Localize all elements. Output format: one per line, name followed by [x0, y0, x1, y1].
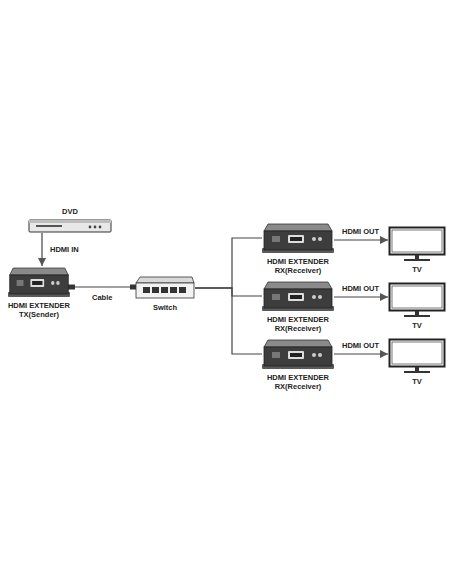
hdmi-extender	[262, 222, 334, 254]
receiver-box: HDMI EXTENDER RX(Receiver)	[262, 338, 334, 370]
tv-box: TV	[388, 282, 446, 318]
tv-set	[388, 226, 446, 262]
switch-box: Switch	[135, 276, 195, 300]
connector-line	[195, 288, 262, 296]
hdmi-extender	[262, 280, 334, 312]
transmitter-box: HDMI EXTENDER TX(Sender)	[8, 266, 70, 298]
connector-label: HDMI OUT	[340, 341, 381, 350]
tv-set	[388, 282, 446, 318]
device-label: TV	[377, 321, 452, 330]
receiver-box: HDMI EXTENDER RX(Receiver)	[262, 280, 334, 312]
device-label: HDMI EXTENDER RX(Receiver)	[258, 257, 338, 275]
hdmi-extender	[8, 266, 70, 298]
dvd-player	[28, 219, 112, 233]
device-label: HDMI EXTENDER RX(Receiver)	[258, 373, 338, 391]
device-label: TV	[377, 265, 452, 274]
device-label: TV	[377, 377, 452, 386]
receiver-box: HDMI EXTENDER RX(Receiver)	[262, 222, 334, 254]
device-label: DVD	[30, 207, 110, 216]
hdmi-extender	[262, 338, 334, 370]
network-switch	[135, 276, 195, 300]
dvd-player: DVD	[28, 219, 112, 233]
device-label: Switch	[125, 303, 205, 312]
tv-box: TV	[388, 226, 446, 262]
connector-label: HDMI IN	[48, 245, 81, 254]
connector-label: HDMI OUT	[340, 284, 381, 293]
tv-set	[388, 338, 446, 374]
connector-line	[41, 233, 42, 266]
connector-label: Cable	[90, 293, 114, 302]
connector-line	[334, 239, 388, 240]
connector-line	[334, 353, 388, 354]
connector-line	[195, 288, 262, 354]
device-label: HDMI EXTENDER TX(Sender)	[0, 301, 79, 319]
tv-box: TV	[388, 338, 446, 374]
device-label: HDMI EXTENDER RX(Receiver)	[258, 315, 338, 333]
connector-line	[334, 296, 388, 297]
connector-line	[70, 286, 135, 287]
connector-label: HDMI OUT	[340, 227, 381, 236]
connector-line	[195, 238, 262, 288]
